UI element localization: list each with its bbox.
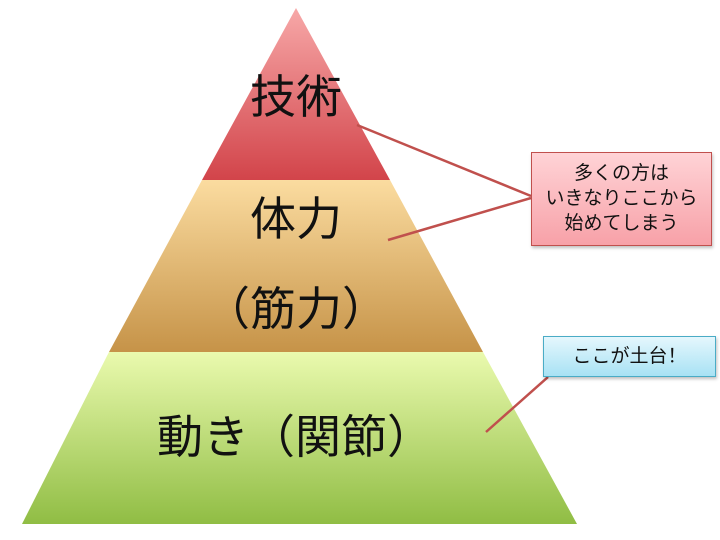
- tier-label-muscle: （筋力）: [204, 282, 388, 336]
- callout-warning-line3: 始めてしまう: [564, 212, 679, 234]
- callout-warning-line1: 多くの方は: [573, 162, 669, 184]
- tier-label-movement: 動き（関節）: [157, 410, 433, 464]
- pyramid-bottom-tier: [22, 352, 577, 524]
- callout-pointer-bottom: [485, 376, 549, 433]
- callout-pointer-middle: [387, 196, 532, 242]
- tier-label-technique: 技術: [250, 70, 342, 124]
- pyramid-middle-tier: [109, 180, 483, 352]
- tier-label-fitness: 体力: [250, 192, 342, 246]
- pyramid-top-tier: [202, 8, 390, 180]
- callout-warning-line2: いきなりここから: [545, 187, 698, 209]
- callout-pointer-top: [356, 123, 532, 198]
- callout-foundation: ここが土台！: [543, 336, 716, 377]
- callout-foundation-text: ここが土台！: [572, 345, 687, 367]
- callout-warning: 多くの方は いきなりここから 始めてしまう: [531, 152, 712, 246]
